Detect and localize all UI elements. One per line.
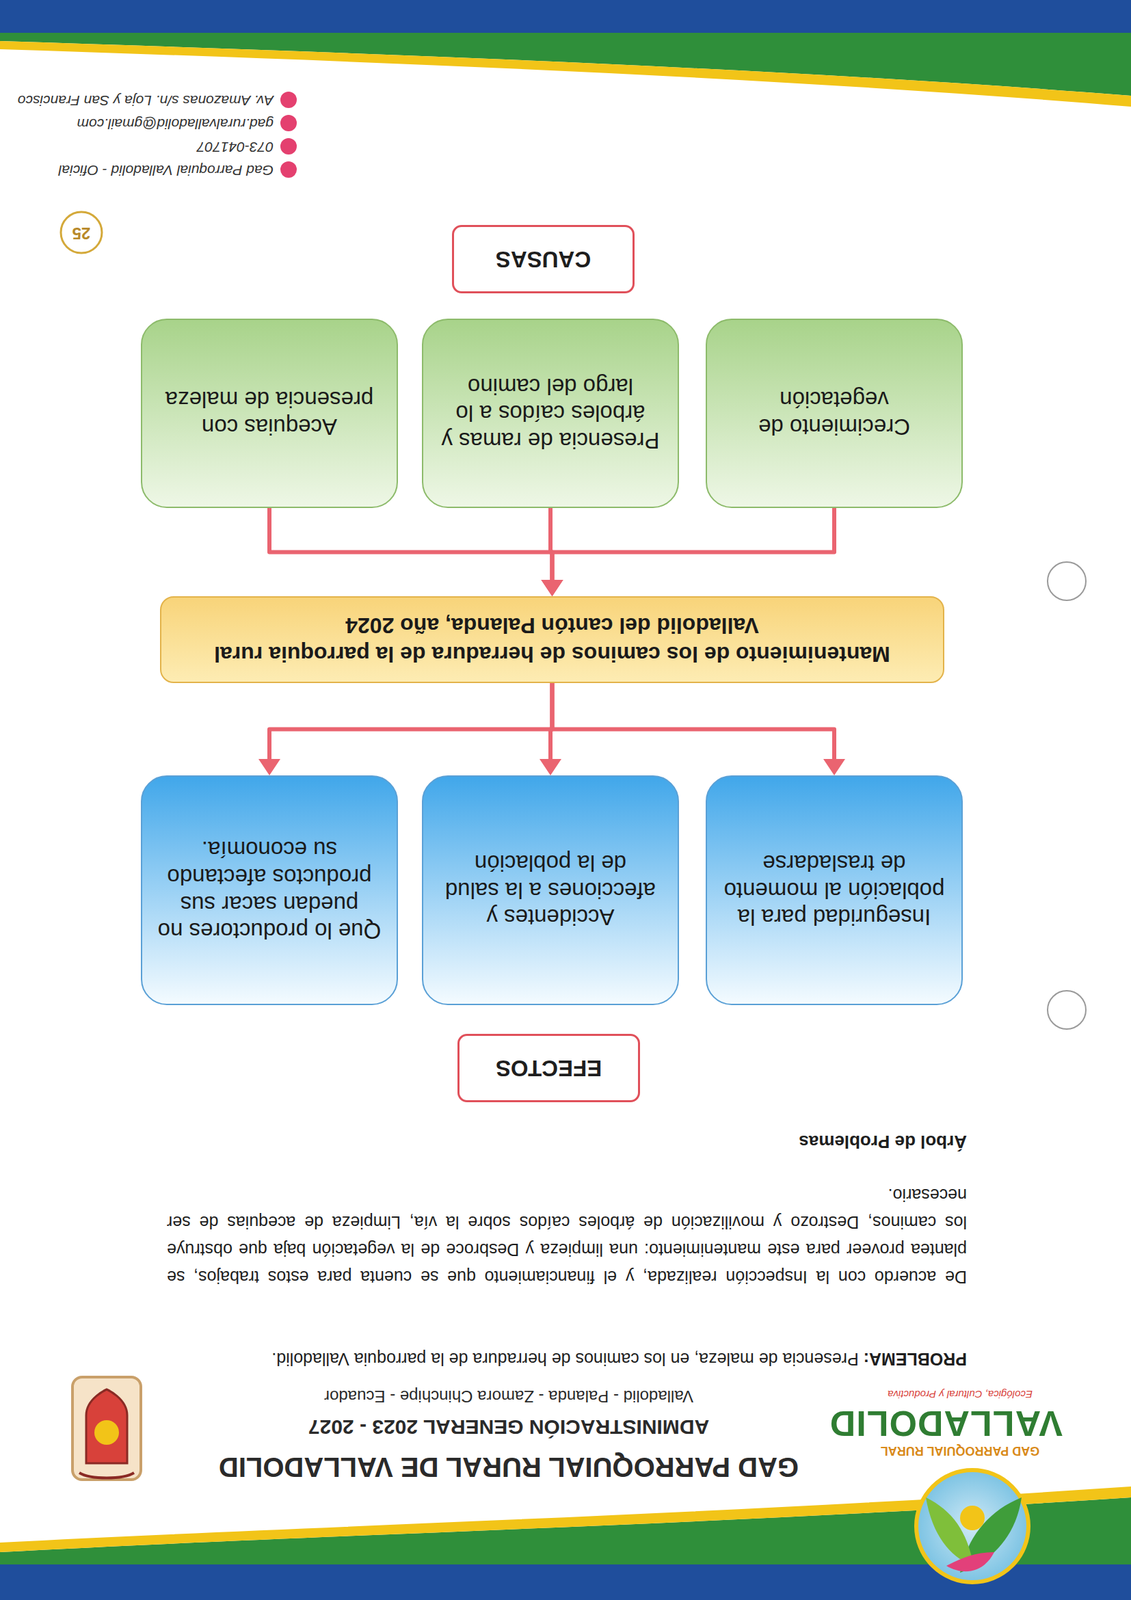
connector-line: [269, 508, 553, 582]
effect-box: Que lo productores no puedan sacar sus p…: [140, 775, 398, 1006]
binder-hole: [1047, 562, 1086, 601]
connector: [552, 683, 846, 776]
connector: [269, 508, 564, 597]
connector: [258, 683, 553, 776]
arrowhead: [541, 579, 564, 597]
cause-box: Crecimiento de vegetación: [705, 318, 963, 509]
binder-hole: [1047, 990, 1086, 1030]
node-text-group: Crecimiento de vegetación: [720, 386, 948, 441]
body-paragraph: De acuerdo con la Inspección realizada, …: [166, 1181, 967, 1292]
arrowhead: [258, 759, 281, 776]
contact-icons: [280, 91, 297, 178]
node-text-group: EFECTOS: [495, 1055, 602, 1082]
node-text: Crecimiento de vegetación: [720, 386, 948, 441]
effect-box: Inseguridad para la población al momento…: [705, 775, 963, 1006]
node-text-group: Acequias con presencia de maleza: [155, 386, 383, 441]
node-text: CAUSAS: [495, 246, 591, 273]
contact-line: gad.ruralvalladolid@gmail.com: [6, 115, 274, 132]
node-text-group: Accidentes y afecciones a la salud de la…: [436, 849, 664, 932]
header-subtitle: ADMINISTRACIÓN GENERAL 2023 - 2027: [173, 1415, 844, 1439]
effect-box: Accidentes y afecciones a la salud de la…: [421, 775, 680, 1006]
arrowhead: [823, 759, 846, 776]
contact-line: Av. Amazonas s/n. Loja y San Francisco: [6, 92, 274, 109]
problem-paragraph: PROBLEMA: Presencia de maleza, en los ca…: [166, 1345, 967, 1374]
header-location: Valladolid - Palanda - Zamora Chinchipe …: [173, 1386, 844, 1406]
problem-heading: PROBLEMA:: [863, 1349, 967, 1369]
logo-name: VALLADOLID: [857, 1403, 1063, 1445]
node-text: Que lo productores no puedan sacar sus p…: [155, 836, 383, 945]
node-text-group: Presencia de ramas y árboles caídos a lo…: [436, 372, 664, 455]
logo-caption: GAD PARROQUIAL RURAL: [864, 1443, 1056, 1458]
cause-box: Acequias con presencia de maleza: [140, 318, 398, 509]
problem-text: Presencia de maleza, en los caminos de h…: [271, 1349, 859, 1369]
connector: [541, 508, 835, 597]
logo-emblem: [916, 1470, 1029, 1583]
section-heading: Árbol de Problemas: [556, 1131, 967, 1153]
problem-box: Mantenimiento de los caminos de herradur…: [160, 596, 945, 684]
logo-slogan: Ecológica, Cultural y Productiva: [864, 1388, 1056, 1401]
contact-line: Gad Parroquial Valladolid - Oficial: [6, 162, 274, 179]
node-text-group: Mantenimiento de los caminos de herradur…: [177, 611, 927, 669]
connector-line: [552, 508, 835, 582]
node-text-group: CAUSAS: [495, 246, 591, 273]
connector-line: [269, 683, 553, 761]
arrowhead: [541, 579, 564, 597]
node-text-group: Inseguridad para la población al momento…: [720, 849, 948, 932]
page-number-ring: [60, 211, 102, 254]
node-text-group: Que lo productores no puedan sacar sus p…: [155, 836, 383, 945]
node-text: Accidentes y afecciones a la salud de la…: [436, 849, 664, 932]
coat-of-arms: [72, 1377, 141, 1480]
node-text: EFECTOS: [495, 1055, 602, 1082]
section-tag: EFECTOS: [457, 1033, 641, 1103]
node-text: Mantenimiento de los caminos de herradur…: [177, 611, 927, 669]
node-text: Inseguridad para la población al momento…: [720, 849, 948, 932]
arrowhead: [539, 759, 562, 776]
section-tag: CAUSAS: [451, 224, 635, 294]
cause-box: Presencia de ramas y árboles caídos a lo…: [421, 318, 680, 509]
arrowhead: [541, 579, 564, 597]
node-text: Presencia de ramas y árboles caídos a lo…: [436, 372, 664, 455]
node-text: Acequias con presencia de maleza: [155, 386, 383, 441]
page-number: 25: [60, 223, 102, 243]
contact-line: 073-041707: [6, 138, 274, 156]
footer-band: [0, 0, 1131, 33]
page-title: GAD PARROQUIAL RURAL DE VALLADOLID: [173, 1451, 844, 1483]
connector-line: [552, 683, 835, 761]
